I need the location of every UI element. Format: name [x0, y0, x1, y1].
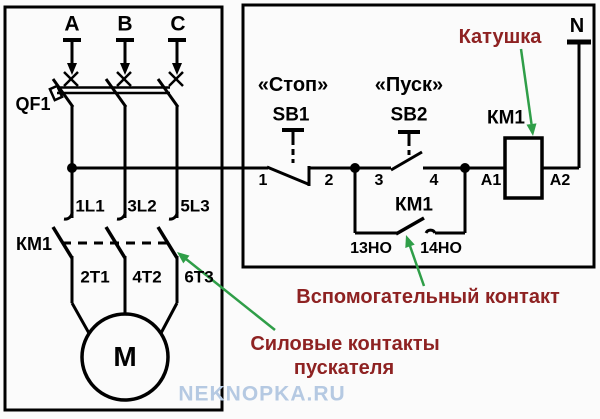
terminal-6t3-label: 6T3 — [184, 267, 214, 287]
phase-c-input — [156, 38, 186, 218]
aux-contact-callout-text: Вспомогательный контакт — [296, 286, 560, 308]
power-contacts-callout-line1: Силовые контакты — [250, 333, 440, 355]
wire-terminal-2: 2 — [324, 172, 334, 189]
wire-terminal-4: 4 — [429, 172, 439, 189]
aux-terminal-13no: 13НО — [350, 240, 392, 257]
start-button-label: SB2 — [390, 104, 428, 126]
phase-b-input — [104, 38, 134, 218]
stop-button-contact — [266, 128, 311, 186]
power-circuit-box — [3, 5, 224, 412]
breaker-tie-bar — [48, 84, 170, 102]
coil-terminal-a2: A2 — [549, 172, 571, 189]
stop-button-label: SB1 — [272, 104, 310, 126]
aux-contact-label: КМ1 — [395, 194, 433, 216]
wire-terminal-1: 1 — [258, 172, 268, 189]
aux-contact-branch — [353, 168, 467, 236]
terminal-3l2-label: 3L2 — [127, 196, 157, 216]
stop-caption: «Стоп» — [257, 74, 329, 96]
contactor-coil-symbol — [503, 136, 544, 200]
motor-symbol — [80, 312, 170, 402]
phase-c-label: C — [170, 12, 186, 36]
watermark: NEKNOPKA.RU — [178, 382, 346, 406]
aux-terminal-14no: 14НО — [420, 240, 462, 257]
power-contacts-callout-arrow — [177, 252, 276, 331]
terminal-5l3-label: 5L3 — [180, 196, 210, 216]
junction-dots — [67, 163, 470, 173]
terminal-1l1-label: 1L1 — [75, 196, 105, 216]
contactor-main-contacts — [51, 210, 179, 259]
terminal-2t1-label: 2T1 — [80, 267, 110, 287]
power-contacts-callout-line2: пускателя — [293, 357, 395, 379]
control-wire — [72, 39, 591, 170]
coil-callout-arrow — [519, 48, 537, 136]
contactor-main-label: КМ1 — [16, 234, 52, 254]
phase-a-label: A — [64, 12, 80, 36]
phase-b-label: B — [117, 12, 133, 36]
coil-callout-text: Катушка — [458, 26, 542, 48]
start-button-contact — [390, 130, 423, 172]
terminal-4t2-label: 4T2 — [132, 267, 162, 287]
neutral-label: N — [569, 15, 585, 37]
motor-label: M — [113, 341, 137, 372]
wire-terminal-3: 3 — [374, 172, 384, 189]
phase-a-input — [51, 38, 81, 218]
breaker-label: QF1 — [15, 94, 51, 114]
aux-contact-callout-arrow — [405, 235, 426, 287]
start-caption: «Пуск» — [374, 74, 444, 96]
coil-terminal-a1: A1 — [480, 172, 502, 189]
motor-feeders — [70, 256, 179, 336]
coil-label: КМ1 — [487, 107, 525, 129]
